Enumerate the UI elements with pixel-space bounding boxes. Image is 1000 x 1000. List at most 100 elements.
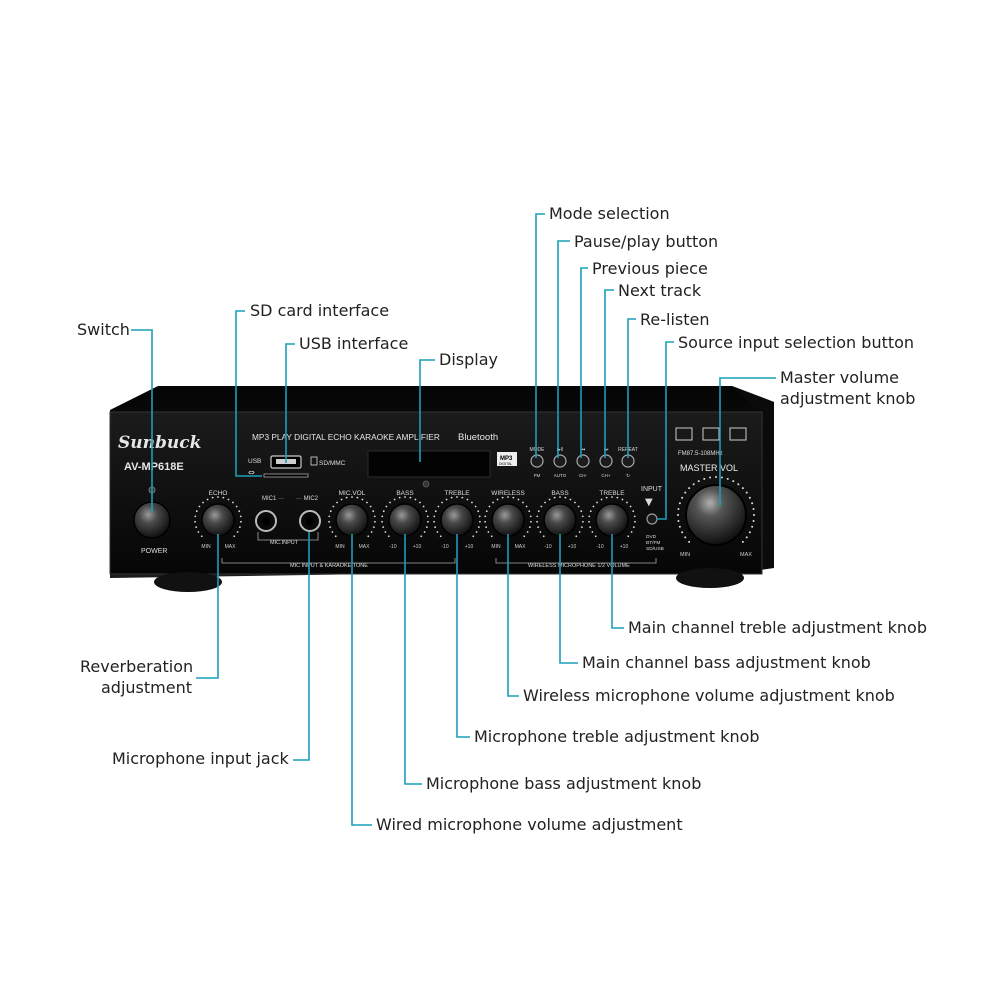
scale-dot: [439, 535, 442, 538]
master-volume-knob[interactable]: [685, 484, 747, 546]
scale-dot: [529, 515, 532, 518]
leader-line: [293, 532, 310, 761]
leader-line: [627, 318, 636, 458]
scale-dot: [681, 496, 684, 499]
next-button[interactable]: [599, 454, 613, 468]
scale-dot: [340, 498, 343, 501]
callout-leader-lines: [131, 213, 776, 826]
scale-dot: [752, 508, 755, 511]
sd-card-slot[interactable]: [263, 473, 309, 478]
scale-dot: [195, 526, 198, 529]
cert-icon-2: [702, 427, 720, 441]
scale-dot: [422, 505, 425, 508]
scale-dot: [580, 510, 583, 513]
scale-dot: [232, 501, 234, 504]
scale-dot: [732, 480, 735, 483]
cert-icon-1: [675, 427, 693, 441]
scale-dot: [709, 476, 712, 479]
mode-button[interactable]: [530, 454, 544, 468]
scale-dot: [329, 510, 332, 513]
scale-dot: [398, 496, 401, 499]
scale-dot: [485, 526, 488, 529]
source-label: SD/USB: [646, 546, 664, 552]
leader-line: [235, 310, 262, 477]
scale-dot: [329, 526, 332, 529]
scale-dot: [681, 531, 684, 534]
mic-treble-knob[interactable]: [440, 503, 474, 537]
scale-dot: [580, 526, 583, 529]
wireless-volume-knob[interactable]: [491, 503, 525, 537]
callout-sd-card-interface: SD card interface: [250, 301, 390, 320]
svg-text:DIGITAL: DIGITAL: [499, 462, 512, 466]
scale-dot: [227, 498, 230, 501]
mic-volume-knob[interactable]: [335, 503, 369, 537]
mic-bass-knob[interactable]: [388, 503, 422, 537]
scale-dot: [559, 496, 561, 498]
scale-dot: [331, 531, 334, 533]
pause-play-button-label: ▶‖: [557, 447, 563, 453]
scale-dot: [477, 526, 480, 529]
previous-button[interactable]: [576, 454, 590, 468]
scale-dot: [238, 510, 241, 513]
scale-dot: [194, 515, 197, 518]
fm-range-label: FM87.5-108MHz: [678, 451, 723, 457]
scale-dot: [434, 526, 437, 529]
scale-dot: [537, 510, 540, 513]
scale-min-label: -10: [544, 544, 551, 550]
scale-dot: [569, 498, 572, 501]
svg-text:MP3: MP3: [500, 456, 513, 462]
scale-dot: [198, 505, 201, 508]
scale-dot: [748, 496, 751, 499]
scale-dot: [630, 531, 633, 533]
scale-dot: [369, 505, 372, 508]
scale-dot: [332, 505, 335, 508]
callout-pause-play: Pause/play button: [574, 232, 719, 251]
scale-dot: [195, 510, 198, 513]
scale-dot: [382, 510, 385, 513]
scale-dot: [370, 531, 373, 533]
callout-previous-piece: Previous piece: [592, 259, 708, 278]
scale-dot: [536, 515, 539, 518]
scale-min-label: -10: [596, 544, 603, 550]
echo-knob[interactable]: [201, 503, 235, 537]
scale-dot: [748, 531, 751, 534]
ir-sensor: [422, 480, 430, 488]
leader-line: [131, 329, 153, 512]
scale-dot: [479, 520, 481, 523]
scale-dot: [487, 531, 490, 533]
master-vol-scale: [677, 476, 755, 543]
leader-line: [404, 534, 422, 785]
scale-dot: [715, 476, 717, 478]
mic-input-label: MIC.INPUT: [270, 540, 299, 546]
pause-play-button[interactable]: [553, 454, 567, 468]
scale-dot: [632, 526, 635, 529]
leader-line: [611, 534, 624, 629]
main-bass-knob[interactable]: [543, 503, 577, 537]
scale-dot: [433, 515, 436, 518]
next-button-label: ⏭: [604, 447, 609, 453]
scale-min-label: MIN: [201, 544, 211, 550]
scale-min-label: MIN: [491, 544, 501, 550]
scale-dot: [589, 526, 592, 529]
scale-dot: [741, 540, 744, 543]
scale-dot: [752, 519, 755, 522]
leader-line: [557, 240, 570, 458]
scale-dot: [433, 520, 435, 523]
scale-dot: [537, 526, 540, 529]
previous-button-sublabel: CH-: [579, 473, 587, 478]
scale-dot: [197, 531, 200, 533]
scale-dot: [389, 501, 391, 504]
callout-mic-input-jack: Microphone input jack: [112, 749, 289, 768]
scale-dot: [238, 526, 241, 529]
scale-dot: [488, 505, 491, 508]
leader-line: [351, 534, 372, 826]
scale-dot: [632, 510, 635, 513]
model-label: AV-MP618E: [124, 461, 184, 473]
scale-dot: [517, 498, 520, 501]
leader-line: [719, 377, 776, 506]
leader-line: [196, 534, 219, 679]
main-treble-knob[interactable]: [595, 503, 629, 537]
source-input-button[interactable]: [646, 513, 658, 525]
scale-dot: [540, 505, 543, 508]
